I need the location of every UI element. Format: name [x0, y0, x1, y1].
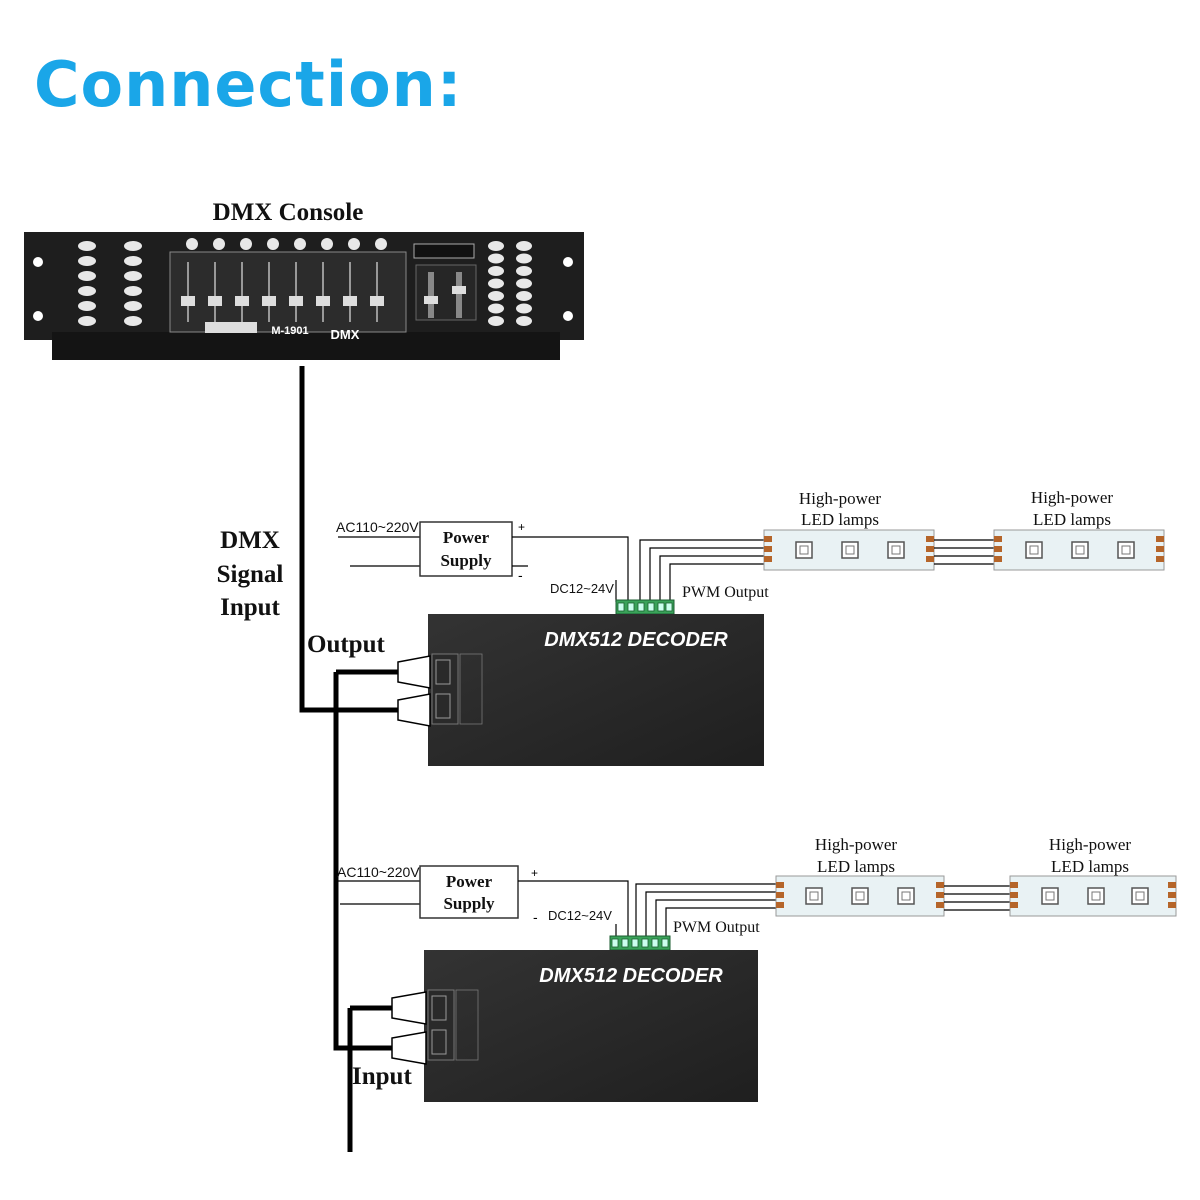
- ac-label: AC110~220V: [336, 519, 419, 535]
- signal-label-line3: Input: [220, 594, 280, 621]
- pwm-terminal: [615, 599, 675, 615]
- channel-button: [348, 238, 360, 250]
- decoder-unit-2: AC110~220V Power Supply + - DC12~24V PWM…: [337, 835, 1177, 1102]
- channel-button: [321, 238, 333, 250]
- minus-sign: -: [533, 909, 538, 925]
- dc-label: DC12~24V: [550, 581, 614, 596]
- console-label: DMX Console: [213, 199, 364, 226]
- scene-button: [78, 316, 96, 326]
- function-button: [516, 266, 532, 276]
- signal-label-line2: Signal: [217, 561, 284, 588]
- minus-sign: -: [518, 567, 523, 583]
- fader-knob: [343, 296, 357, 306]
- scene-button: [124, 301, 142, 311]
- scene-button: [78, 256, 96, 266]
- decoder-unit-1: AC110~220V Power Supply + - DC12~24V PWM…: [336, 488, 1165, 766]
- fader-knob: [370, 296, 384, 306]
- fader-knob: [316, 296, 330, 306]
- channel-button: [294, 238, 306, 250]
- page-title: Connection:: [34, 48, 463, 121]
- function-button: [488, 303, 504, 314]
- lamp-label: High-power: [815, 835, 897, 854]
- lamp-label: LED lamps: [817, 857, 895, 876]
- console-function-buttons: [488, 241, 532, 326]
- led-strip-1: [763, 529, 935, 571]
- pwm-label: PWM Output: [682, 584, 769, 601]
- scene-button: [124, 286, 142, 296]
- lamp-label: High-power: [799, 489, 881, 508]
- decoder-label: DMX512 DECODER: [544, 629, 728, 651]
- console-scene-buttons: [78, 241, 142, 326]
- dmx512-decoder: [428, 614, 764, 766]
- console-channel-buttons: [186, 238, 387, 250]
- function-button: [488, 253, 504, 264]
- power-supply-label-2: Supply: [440, 551, 492, 570]
- output-label: Output: [307, 631, 385, 658]
- power-supply-label-1: Power: [446, 872, 493, 891]
- decoder-label: DMX512 DECODER: [539, 965, 723, 987]
- console-model: M-1901: [271, 325, 308, 337]
- function-button: [488, 266, 504, 276]
- power-supply: [419, 865, 519, 919]
- dmx512-decoder: [424, 950, 758, 1102]
- scene-button: [124, 271, 142, 281]
- dmx-console: DMX Console M-1901 DMX: [24, 199, 584, 360]
- power-supply: [419, 521, 513, 577]
- function-button: [516, 253, 532, 264]
- lamp-label: LED lamps: [1051, 857, 1129, 876]
- scene-button: [78, 241, 96, 251]
- fader-knob: [289, 296, 303, 306]
- xlr-connectors: [397, 653, 483, 727]
- led-strip-2: [1009, 875, 1177, 917]
- pwm-label: PWM Output: [673, 919, 760, 936]
- xlr-connectors: [391, 989, 479, 1065]
- function-button: [488, 316, 504, 326]
- function-button: [516, 278, 532, 289]
- lamp-label: LED lamps: [1033, 510, 1111, 529]
- function-button: [488, 291, 504, 301]
- scene-button: [124, 241, 142, 251]
- scene-button: [124, 256, 142, 266]
- function-button: [488, 278, 504, 289]
- signal-label-line1: DMX: [220, 527, 280, 554]
- fader-knob: [262, 296, 276, 306]
- plus-sign: +: [518, 520, 525, 534]
- console-bottom: [52, 332, 560, 360]
- pwm-terminal: [609, 935, 671, 951]
- led-strip-1: [775, 875, 945, 917]
- console-faders: [181, 262, 384, 322]
- input-label: Input: [352, 1063, 412, 1090]
- ac-label: AC110~220V: [337, 864, 420, 880]
- channel-button: [186, 238, 198, 250]
- function-button: [516, 241, 532, 251]
- scene-button: [78, 286, 96, 296]
- dc-label: DC12~24V: [548, 908, 612, 923]
- console-badge: DMX: [331, 327, 360, 342]
- scene-button: [78, 301, 96, 311]
- channel-button: [267, 238, 279, 250]
- fader-knob: [181, 296, 195, 306]
- channel-button: [375, 238, 387, 250]
- channel-button: [240, 238, 252, 250]
- lamp-label: High-power: [1049, 835, 1131, 854]
- scene-button: [124, 316, 142, 326]
- led-strip-2: [993, 529, 1165, 571]
- function-button: [516, 291, 532, 301]
- console-display: [413, 243, 475, 259]
- fader-knob: [208, 296, 222, 306]
- plus-sign: +: [531, 866, 538, 880]
- fader-knob: [235, 296, 249, 306]
- function-button: [488, 241, 504, 251]
- function-button: [516, 303, 532, 314]
- lamp-label: LED lamps: [801, 510, 879, 529]
- function-button: [516, 316, 532, 326]
- power-supply-label-2: Supply: [443, 894, 495, 913]
- scene-button: [78, 271, 96, 281]
- lamp-label: High-power: [1031, 488, 1113, 507]
- channel-button: [213, 238, 225, 250]
- dmx-cable: [299, 366, 400, 1152]
- power-supply-label-1: Power: [443, 528, 490, 547]
